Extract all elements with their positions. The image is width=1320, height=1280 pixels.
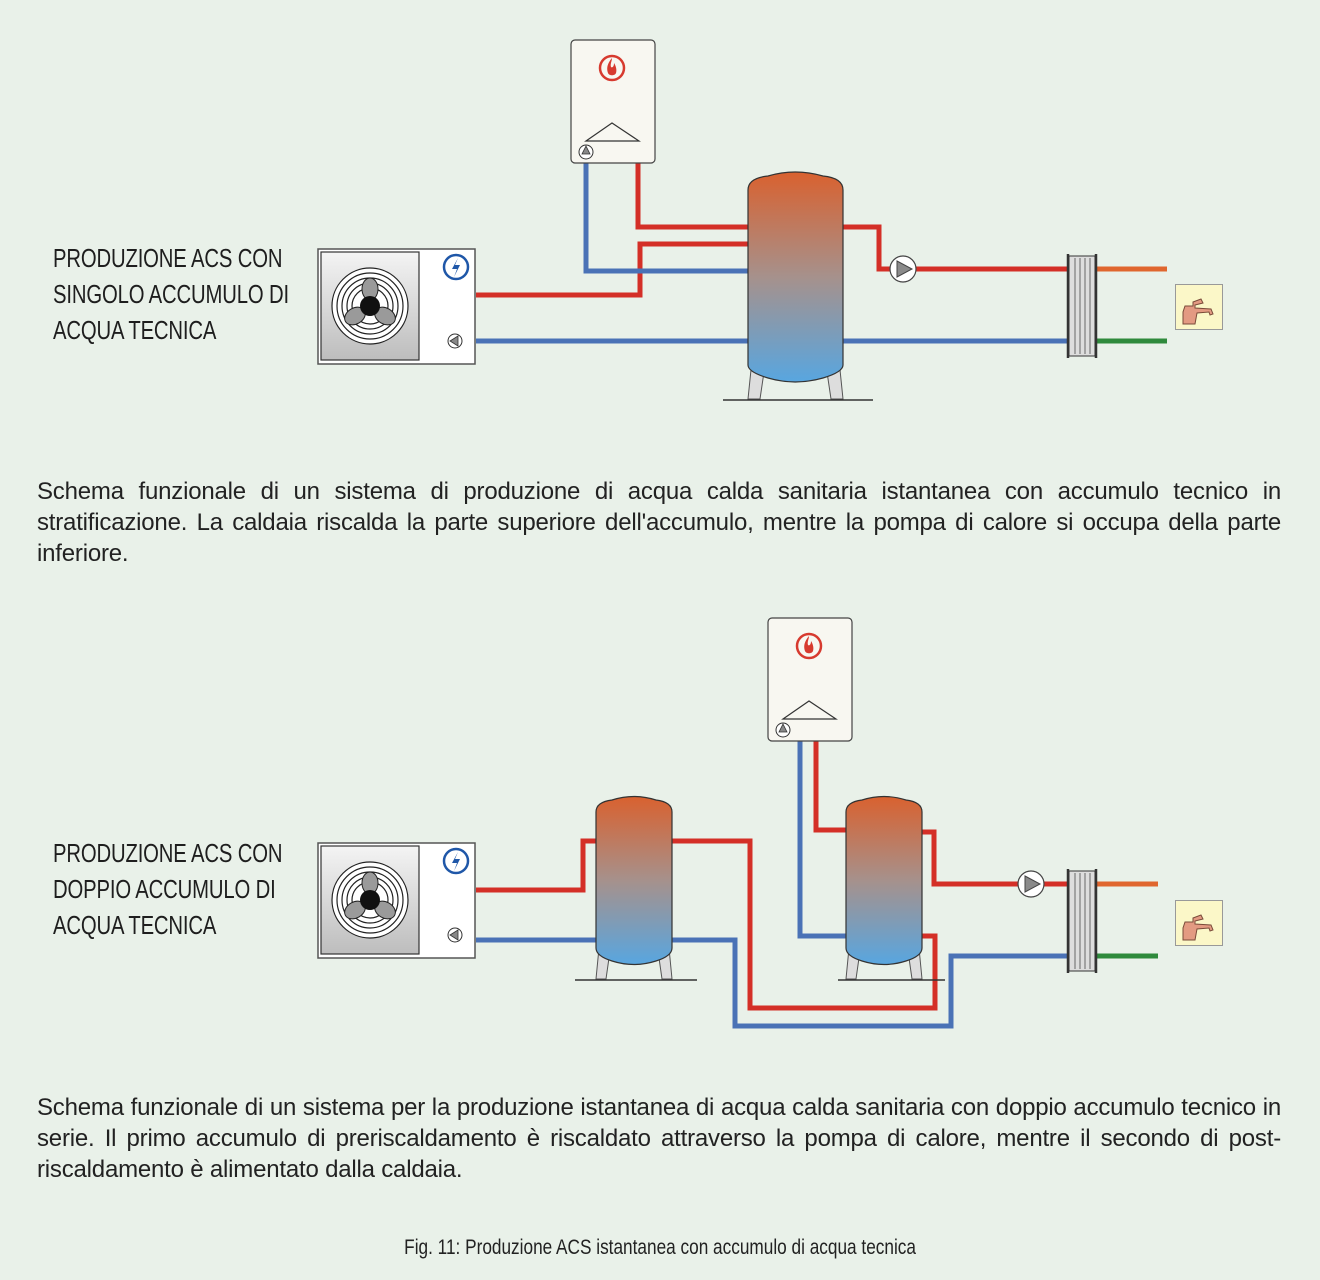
pump-icon [890,256,916,282]
diagram-2-title: PRODUZIONE ACS CON DOPPIO ACCUMULO DI AC… [53,835,282,943]
title-line: ACQUA TECNICA [53,315,217,345]
title-line: PRODUZIONE ACS CON [53,243,283,273]
figure-caption: Fig. 11: Produzione ACS istantanea con a… [0,1236,1320,1260]
pipe-tank1-to-tank2 [672,838,938,1011]
diagram-1 [318,40,1223,401]
title-line: DOPPIO ACCUMULO DI [53,874,276,904]
title-line: PRODUZIONE ACS CON [53,838,283,868]
tank-icon [723,171,873,401]
diagram-1-description: Schema funzionale di un sistema di produ… [37,478,1281,567]
title-line: SINGOLO ACCUMULO DI [53,279,289,309]
pipe-boiler-return [583,163,748,274]
diagram-2-description: Schema funzionale di un sistema per la p… [37,1094,1281,1183]
heat-pump-icon [318,249,475,364]
pipe-exchanger-return [672,937,1068,1029]
pipe-boiler-flow [813,741,846,833]
heat-exchanger-icon [1068,869,1096,973]
tap-icon [1176,901,1223,946]
tap-icon [1176,285,1223,330]
pipe-tank-to-pump [843,224,1068,272]
title-line: ACQUA TECNICA [53,910,217,940]
boiler-icon [571,40,655,163]
diagram-1-title: PRODUZIONE ACS CON SINGOLO ACCUMULO DI A… [53,240,289,348]
pipe-heatpump-flow [476,838,596,893]
pump-icon [1018,871,1044,897]
heat-exchanger-icon [1068,254,1096,358]
pipe-boiler-return [797,741,846,939]
pipe-tank2-to-pump [922,829,1068,887]
boiler-icon [768,618,852,741]
heat-pump-icon [318,843,475,958]
diagram-2 [318,618,1223,1029]
tank-icon [575,795,697,981]
caption-text: Fig. 11: Produzione ACS istantanea con a… [404,1236,916,1259]
pipe-boiler-flow [635,163,748,230]
tank-icon [838,795,945,981]
